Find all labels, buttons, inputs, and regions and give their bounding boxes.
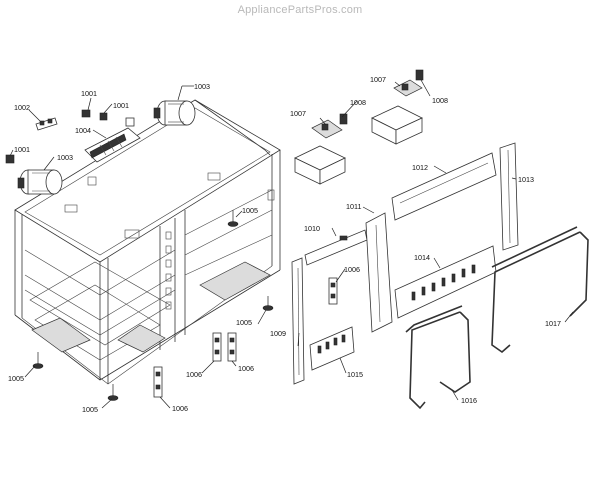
callout-1006-b: 1006	[238, 364, 254, 373]
side-panel-1011	[365, 212, 393, 333]
callout-1011: 1011	[346, 202, 361, 211]
top-panel-1012	[391, 152, 497, 221]
clip-1001-left	[5, 154, 15, 164]
callout-1009: 1009	[270, 329, 286, 338]
vent-panel-1014	[394, 245, 497, 319]
callout-1016: 1016	[461, 396, 477, 405]
callout-1005-d: 1005	[82, 405, 98, 414]
side-rail-1009	[291, 257, 305, 385]
callout-1005-a: 1005	[242, 206, 258, 215]
callout-1010: 1010	[304, 224, 320, 233]
callout-1004: 1004	[75, 126, 91, 135]
callout-1014: 1014	[414, 253, 430, 262]
callout-leaders	[9, 79, 574, 409]
side-panel-1013	[499, 142, 519, 251]
watermark-text: AppliancePartsPros.com	[237, 4, 363, 16]
callout-1008-b: 1008	[432, 96, 448, 105]
callout-1003-b: 1003	[57, 153, 73, 162]
fan-housing-1004	[84, 117, 141, 163]
heating-element-1017	[491, 226, 589, 354]
leveling-leg	[32, 210, 274, 401]
callout-1001-b: 1001	[113, 101, 129, 110]
callout-1005-b: 1005	[236, 318, 252, 327]
callout-1007-b: 1007	[370, 75, 386, 84]
callout-labels: 1001 1001 1002 1003 1004 1001 1003 1005 …	[8, 75, 561, 414]
callout-1006-a: 1006	[186, 370, 202, 379]
callout-1003-a: 1003	[194, 82, 210, 91]
callout-1006-c: 1006	[172, 404, 188, 413]
oven-frame	[14, 99, 281, 385]
thermostat-box-1007-right	[371, 69, 424, 145]
callout-1012: 1012	[412, 163, 428, 172]
callout-1013: 1013	[518, 175, 534, 184]
callout-1005-c: 1005	[8, 374, 24, 383]
callout-1002: 1002	[14, 103, 30, 112]
callout-1007-a: 1007	[290, 109, 306, 118]
callout-1008-a: 1008	[350, 98, 366, 107]
callout-1001-c: 1001	[14, 145, 30, 154]
callout-1001-a: 1001	[81, 89, 97, 98]
clip-1001-top	[81, 109, 108, 121]
convection-fan-right	[153, 100, 196, 126]
heating-element-1016	[405, 305, 471, 410]
callout-1015: 1015	[347, 370, 363, 379]
vent-panel-1015	[309, 326, 355, 371]
vent-slots	[411, 264, 476, 301]
callout-1006-d: 1006	[344, 265, 360, 274]
thermostat-box-1007-left	[294, 113, 348, 185]
hinge-brackets	[153, 277, 338, 398]
frame-slot-holes	[165, 231, 172, 310]
callout-1017: 1017	[545, 319, 561, 328]
convection-fan-left	[17, 169, 63, 195]
clip-1002	[35, 117, 58, 131]
